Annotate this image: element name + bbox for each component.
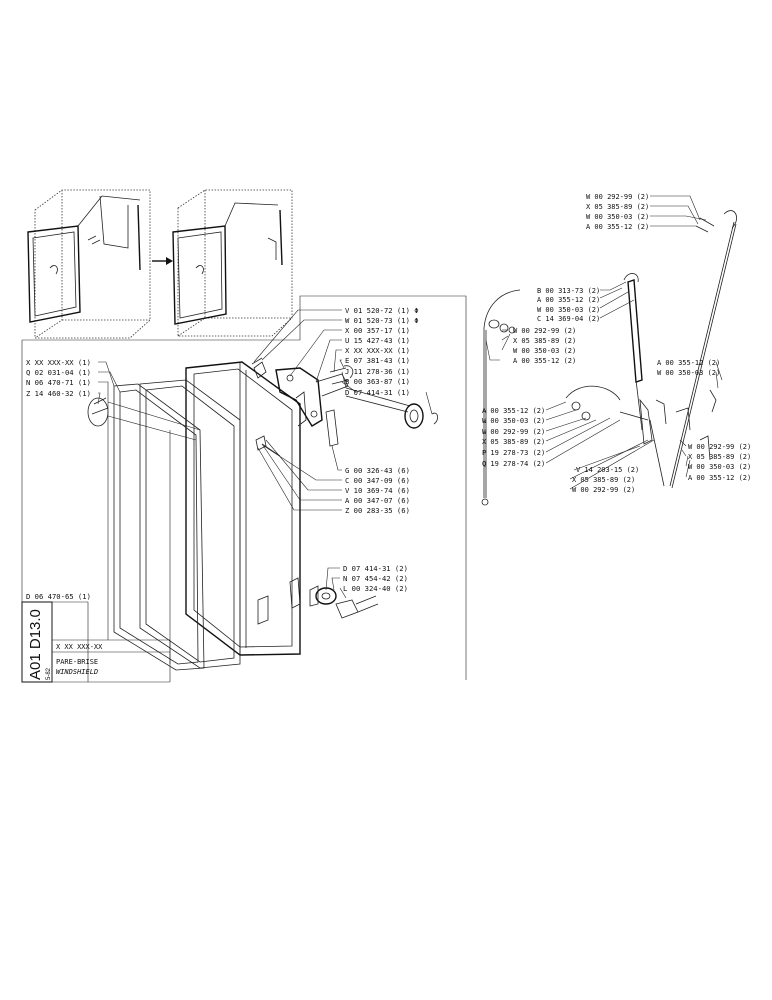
view-arrow bbox=[152, 257, 173, 265]
strut-part-labels: B 00 313-73 (2) A 00 355-12 (2) W 00 350… bbox=[513, 287, 600, 365]
latch-label: G 00 326-43 (6) bbox=[345, 466, 410, 475]
leader-lines bbox=[97, 195, 723, 599]
drawing-number: A01 D13.0 bbox=[27, 609, 44, 680]
hinge-label: U 15 427-43 (1) bbox=[345, 336, 410, 345]
strut-label: B 00 313-73 (2) bbox=[537, 287, 600, 295]
hinge-label: E 07 381-43 (1) bbox=[345, 356, 410, 365]
hinge-label: W 01 520-73 (1) Φ bbox=[345, 316, 419, 325]
hinge-label: X XX XXX-XX (1) bbox=[345, 346, 410, 355]
frame-part-labels: X XX XXX-XX (1) Q 02 031-04 (1) N 06 470… bbox=[26, 358, 91, 601]
left-mid-part-labels: A 00 355-12 (2) W 00 350-03 (2) W 00 292… bbox=[482, 407, 545, 468]
strut-mechanism bbox=[481, 210, 737, 506]
strut-label: W 00 350-03 (2) bbox=[537, 306, 600, 314]
hinge-part-labels: V 01 520-72 (1) Φ W 01 520-73 (1) Φ X 00… bbox=[345, 306, 419, 397]
label-ref-x-xx: X XX XXX-XX (1) bbox=[26, 358, 91, 367]
latch-label: A 00 347-07 (6) bbox=[345, 496, 410, 505]
lower-label: D 07 414-31 (2) bbox=[343, 564, 408, 573]
right-mid-label: W 00 350-03 (2) bbox=[657, 369, 720, 377]
left-mid-label: X 05 385-89 (2) bbox=[482, 438, 545, 446]
left-mid-label: Q 19 278-74 (2) bbox=[482, 460, 545, 468]
label-d-06470: D 06 470-65 (1) bbox=[26, 592, 91, 601]
latch-label: C 00 347-09 (6) bbox=[345, 476, 410, 485]
bottom-mid-part-labels: V 14 203-15 (2) X 05 385-89 (2) W 00 292… bbox=[572, 466, 639, 494]
label-n-06470: N 06 470-71 (1) bbox=[26, 378, 91, 387]
latch-label: Z 00 283-35 (6) bbox=[345, 506, 410, 515]
hinge-label: D 07 414-31 (1) bbox=[345, 388, 410, 397]
right-mid-part-labels: A 00 355-12 (2) W 00 350-03 (2) bbox=[657, 359, 720, 377]
bottom-mid-label: W 00 292-99 (2) bbox=[572, 486, 635, 494]
right-low-label: X 05 385-89 (2) bbox=[688, 453, 751, 461]
title-french: PARE-BRISE bbox=[56, 658, 98, 666]
strut-label: A 00 355-12 (2) bbox=[537, 296, 600, 304]
latch-label: V 10 369-74 (6) bbox=[345, 486, 410, 495]
left-mid-label: W 00 350-03 (2) bbox=[482, 417, 545, 425]
top-right-label: A 00 355-12 (2) bbox=[586, 223, 649, 231]
label-z-14460: Z 14 460-32 (1) bbox=[26, 389, 91, 398]
strut-label: C 14 369-04 (2) bbox=[537, 315, 600, 323]
label-q-02031: Q 02 031-04 (1) bbox=[26, 368, 91, 377]
hinge-label: B 00 363-87 (1) bbox=[345, 377, 410, 386]
lower-label: L 00 324-40 (2) bbox=[343, 584, 408, 593]
bottom-mid-label: X 05 385-89 (2) bbox=[572, 476, 635, 484]
left-mid-label: P 19 278-73 (2) bbox=[482, 449, 545, 457]
right-low-part-labels: W 00 292-99 (2) X 05 385-89 (2) W 00 350… bbox=[688, 443, 751, 482]
left-mid-label: A 00 355-12 (2) bbox=[482, 407, 545, 415]
strut-label: X 05 385-89 (2) bbox=[513, 337, 576, 345]
latch-part-labels: G 00 326-43 (6) C 00 347-09 (6) V 10 369… bbox=[345, 466, 410, 515]
windshield-frame bbox=[87, 361, 307, 671]
top-right-label: X 05 385-89 (2) bbox=[586, 203, 649, 211]
right-low-label: W 00 350-03 (2) bbox=[688, 463, 751, 471]
lower-label: N 07 454-42 (2) bbox=[343, 574, 408, 583]
cab-open-view bbox=[27, 189, 151, 339]
hinge-label: V 01 520-72 (1) Φ bbox=[345, 306, 419, 315]
cab-closed-view bbox=[172, 189, 293, 337]
part-number: X XX XXX-XX bbox=[56, 643, 103, 651]
strut-label: A 00 355-12 (2) bbox=[513, 357, 576, 365]
top-right-label: W 00 292-99 (2) bbox=[586, 193, 649, 201]
right-low-label: A 00 355-12 (2) bbox=[688, 474, 751, 482]
right-mid-label: A 00 355-12 (2) bbox=[657, 359, 720, 367]
left-mid-label: W 00 292-99 (2) bbox=[482, 428, 545, 436]
hinge-label: J 11 278-36 (1) bbox=[345, 367, 410, 376]
date-code: 5-82 bbox=[46, 667, 52, 680]
hinge-label: X 00 357-17 (1) bbox=[345, 326, 410, 335]
top-right-label: W 00 350-03 (2) bbox=[586, 213, 649, 221]
title-block: A01 D13.0 5-82 X XX XXX-XX PARE-BRISE WI… bbox=[21, 601, 171, 683]
strut-label: W 00 350-03 (2) bbox=[513, 347, 576, 355]
lower-part-labels: D 07 414-31 (2) N 07 454-42 (2) L 00 324… bbox=[343, 564, 408, 593]
top-right-part-labels: W 00 292-99 (2) X 05 385-89 (2) W 00 350… bbox=[586, 193, 649, 231]
bottom-mid-label: V 14 203-15 (2) bbox=[576, 466, 639, 474]
hinge-assembly bbox=[251, 357, 438, 447]
strut-label: W 00 292-99 (2) bbox=[513, 327, 576, 335]
title-english: WINDSHIELD bbox=[56, 668, 98, 676]
right-low-label: W 00 292-99 (2) bbox=[688, 443, 751, 451]
